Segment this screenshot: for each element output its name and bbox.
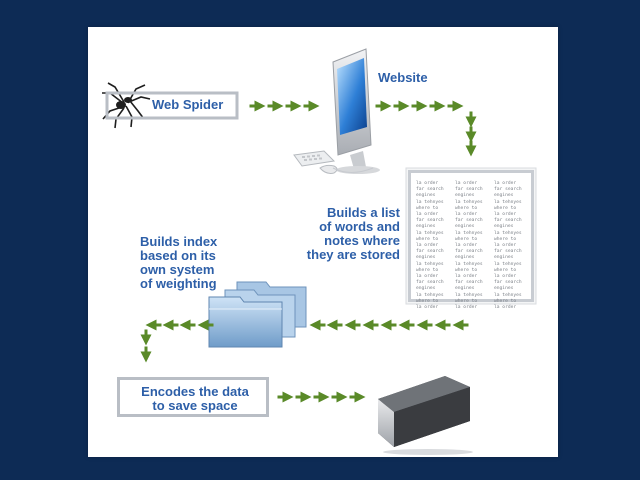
flow-arrow [272, 100, 284, 112]
flow-arrow [344, 319, 356, 331]
flow-arrow-tail [411, 104, 418, 108]
flow-arrow [300, 391, 312, 403]
flow-arrow-tail [189, 323, 196, 327]
flow-arrow-tail [303, 104, 310, 108]
flow-arrow-tail [372, 323, 379, 327]
flow-arrow [308, 100, 320, 112]
flow-arrow-tail [429, 104, 436, 108]
flow-arrow-tail [249, 104, 256, 108]
flow-arrow [318, 391, 330, 403]
flow-arrow [326, 319, 338, 331]
arrow-chain [140, 100, 477, 403]
diagram-panel: Web Spider Website la order far search e… [88, 27, 558, 457]
flow-arrow-tail [144, 329, 148, 336]
flow-arrow-tail [447, 104, 454, 108]
flow-arrow [434, 100, 446, 112]
flow-arrow [452, 100, 464, 112]
flow-arrow-tail [354, 323, 361, 327]
word-list-column-2: la order far search engines la tehnyes w… [455, 181, 483, 311]
flow-arrow [282, 391, 294, 403]
flow-arrow-tail [172, 323, 179, 327]
flow-arrow-tail [444, 323, 451, 327]
flow-arrow-tail [277, 395, 284, 399]
encodes-data-box: Encodes the data to save space [117, 377, 269, 417]
builds-list-label: Builds a list of words and notes where t… [306, 205, 400, 262]
flow-arrow-tail [267, 104, 274, 108]
flow-arrow-tail [469, 111, 473, 118]
builds-index-label: Builds index based on its own system of … [140, 234, 218, 291]
flow-arrow [309, 319, 321, 331]
flow-arrow [254, 100, 266, 112]
flow-arrow-tail [393, 104, 400, 108]
flow-arrow [380, 319, 392, 331]
flow-arrow [362, 319, 374, 331]
flow-arrow-tail [144, 346, 148, 353]
flow-arrow [162, 319, 174, 331]
flow-arrow-tail [390, 323, 397, 327]
web-spider-box [105, 91, 239, 120]
flow-arrow [452, 319, 464, 331]
flow-arrow [465, 131, 477, 143]
flow-arrow-tail [349, 395, 356, 399]
flow-arrow [354, 391, 366, 403]
flow-arrow-tail [155, 323, 162, 327]
flow-arrow-tail [207, 323, 214, 327]
flow-arrow [398, 319, 410, 331]
flow-arrow-tail [469, 126, 473, 133]
encodes-data-label: Encodes the data to save space [141, 384, 249, 413]
folders-icon [208, 281, 307, 348]
flow-arrow [179, 319, 191, 331]
flow-arrow [416, 319, 428, 331]
web-spider-label: Web Spider [152, 97, 224, 112]
flow-arrow-tail [408, 323, 415, 327]
flow-arrow [197, 319, 209, 331]
flow-arrow-tail [285, 104, 292, 108]
spider-icon [102, 82, 151, 129]
flow-arrow-tail [313, 395, 320, 399]
flow-arrow-tail [469, 140, 473, 147]
flow-arrow-tail [295, 395, 302, 399]
hard-drive-icon [378, 376, 473, 455]
flow-arrow-tail [331, 395, 338, 399]
flow-arrow-tail [375, 104, 382, 108]
word-list-column-1: la order far search engines la tehnyes w… [416, 181, 444, 311]
flow-arrow [398, 100, 410, 112]
flow-arrow-tail [462, 323, 469, 327]
flow-arrow-tail [319, 323, 326, 327]
flow-arrow [465, 116, 477, 128]
flow-arrow [434, 319, 446, 331]
flow-arrow-tail [336, 323, 343, 327]
flow-arrow [140, 351, 152, 363]
computer-icon [293, 48, 380, 174]
word-list-document: la order far search engines la tehnyes w… [408, 170, 534, 310]
flow-arrow [336, 391, 348, 403]
flow-arrow-tail [426, 323, 433, 327]
flow-arrow [290, 100, 302, 112]
flow-arrow [416, 100, 428, 112]
flow-arrow [140, 334, 152, 346]
flow-arrow [465, 145, 477, 157]
flow-arrow [145, 319, 157, 331]
word-list-column-3: la order far search engines la tehnyes w… [494, 181, 522, 311]
website-label: Website [378, 70, 428, 85]
flow-arrow [380, 100, 392, 112]
